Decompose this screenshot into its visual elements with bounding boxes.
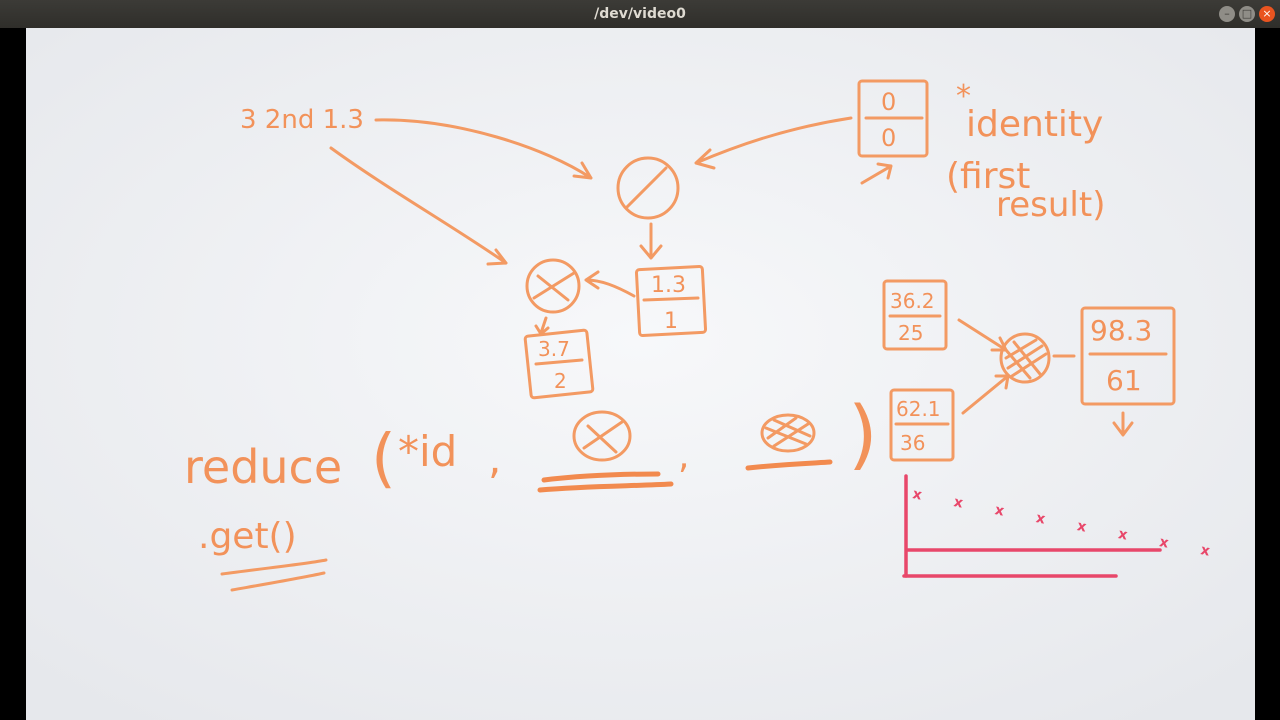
reduce-star-id: *id (398, 427, 457, 476)
arrow-result-down (1112, 411, 1134, 437)
window-titlebar[interactable]: /dev/video0 – □ × (0, 0, 1280, 29)
combiner-underline (745, 459, 833, 471)
mid-box (634, 264, 708, 338)
close-button[interactable]: × (1259, 6, 1275, 22)
left-box-bar (534, 358, 584, 366)
get-call: .get() (198, 516, 297, 557)
window-title: /dev/video0 (594, 6, 686, 22)
arrow-identity-to-combiner (694, 116, 853, 170)
note-line-identity: identity (966, 104, 1103, 145)
result-box-den: 61 (1106, 364, 1142, 397)
result-box-num: 98.3 (1090, 314, 1152, 347)
identity-box (857, 79, 929, 158)
get-underline (220, 558, 328, 592)
identity-box-den: 0 (881, 124, 896, 152)
maximize-button[interactable]: □ (1239, 6, 1255, 22)
right-box-bottom-num: 62.1 (896, 397, 941, 421)
note-line-first: (first (946, 156, 1030, 197)
small-arrow-identity (860, 162, 893, 185)
index-label: 3 2nd 1.3 (240, 105, 364, 135)
accumulator-combiner-slash (582, 420, 624, 454)
right-box-top (882, 279, 948, 351)
mid-box-den: 1 (664, 309, 678, 334)
reduce-comma-1: , (488, 434, 501, 483)
mid-box-bar (642, 296, 700, 302)
right-box-bottom (889, 388, 955, 462)
reduce-comma-2: , (678, 436, 689, 477)
mid-box-num: 1.3 (651, 273, 686, 298)
mid-combiner-cross (532, 271, 576, 302)
top-combiner-slash (624, 166, 668, 210)
combiner-arg-hatch (764, 416, 812, 448)
accumulator-underline (537, 471, 674, 493)
arrow-mid-box-to-combiner (584, 270, 636, 298)
whiteboard-video: 3 2nd 1.3 0 0 * identity (first result) … (26, 28, 1255, 720)
right-box-top-num: 36.2 (890, 289, 935, 313)
minimize-button[interactable]: – (1219, 6, 1235, 22)
right-box-top-den: 25 (898, 321, 923, 345)
whiteboard-surface (26, 28, 1255, 720)
note-line-result: result) (996, 185, 1105, 225)
right-combiner-hatch (1004, 338, 1048, 380)
reduce-paren-close: ) (848, 389, 878, 478)
left-box-num: 3.7 (538, 337, 570, 361)
mid-combiner-icon (525, 258, 581, 314)
left-box (523, 328, 595, 400)
reduce-paren-open: ( (371, 422, 396, 496)
reduce-word: reduce (184, 440, 342, 494)
right-combiner-icon (999, 332, 1051, 384)
note-star: * (956, 79, 971, 114)
arrow-to-mid-combiner (329, 146, 508, 266)
combiner-arg-icon (760, 413, 816, 453)
identity-box-num: 0 (881, 88, 896, 116)
right-box-bottom-den: 36 (900, 431, 925, 455)
left-box-den: 2 (554, 369, 567, 393)
arrow-to-top-combiner (374, 118, 593, 180)
top-combiner-icon (616, 156, 680, 220)
arrow-combiner-down (639, 222, 663, 260)
result-box (1080, 306, 1176, 406)
accumulator-combiner-icon (572, 410, 632, 462)
